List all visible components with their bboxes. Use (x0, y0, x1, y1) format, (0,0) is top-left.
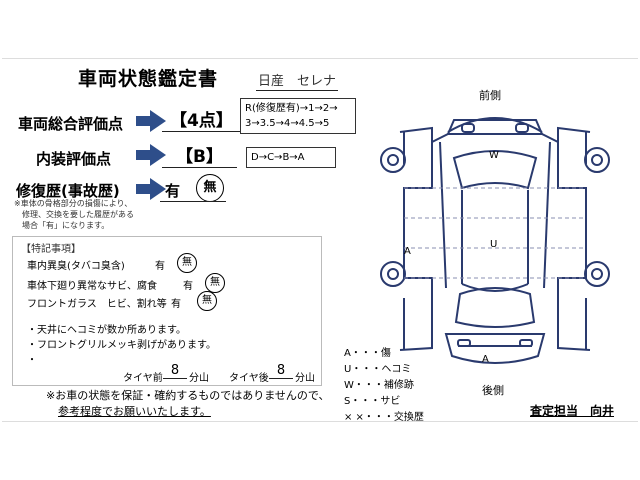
front-side-label: 前側 (479, 89, 501, 102)
damage-mark-w: W (489, 150, 499, 161)
special-remark-2: ・フロントグリルメッキ剥げがあります。 (27, 340, 216, 351)
repair-arrow-icon (136, 178, 166, 200)
repair-note-line-3: 場合「有」になります。 (22, 221, 110, 230)
special-item-2-yes: 有 (183, 281, 193, 292)
special-notes-box: 【特記事項】 車内異臭(タバコ臭含) 有 無 車体下廻り異常なサビ、腐食 有 無… (12, 236, 322, 386)
special-notes-heading: 【特記事項】 (21, 244, 81, 255)
disclaimer-line-1: ※お車の状態を保証・確約するものではありませんので、 (46, 389, 330, 402)
repair-yes: 有 (165, 182, 181, 200)
special-item-3-yes: 有 (171, 299, 181, 310)
repair-note-line-2: 修理、交換を要した履歴がある (22, 210, 134, 219)
tire-front-label: タイヤ前 (123, 373, 163, 384)
scale-line-2: 3→3.5→4→4.5→5 (245, 118, 330, 129)
legend-u: U・・・ヘコミ (344, 364, 412, 375)
tire-front-value: 8 (163, 363, 187, 379)
damage-legend: A・・・傷 U・・・ヘコミ W・・・補修跡 S・・・サビ × ×・・・交換歴 (344, 346, 424, 426)
document-frame (2, 58, 638, 422)
rear-side-label: 後側 (482, 384, 504, 397)
interior-score-scale: D→C→B→A (246, 147, 336, 168)
repair-history-label: 修復歴(事故歴) (16, 182, 120, 200)
legend-s: S・・・サビ (344, 396, 401, 407)
interior-arrow-icon (136, 144, 166, 166)
damage-mark-a-bottom: A (482, 354, 489, 365)
scale-line-1: R(修復歴有)→1→2→ (245, 103, 338, 114)
special-remark-3: ・ (27, 355, 37, 366)
tire-rear-value: 8 (269, 363, 293, 379)
car-body-diagram (380, 117, 610, 364)
special-item-1-no: 無 (177, 253, 197, 273)
legend-a: A・・・傷 (344, 348, 391, 359)
tire-rear-label: タイヤ後 (229, 373, 269, 384)
tire-rear-unit: 分山 (295, 373, 315, 384)
disclaimer-line-2: 参考程度でお願いいたします。 (58, 405, 211, 418)
special-item-1-yes: 有 (155, 261, 165, 272)
repair-underline (160, 201, 226, 202)
special-item-2-no: 無 (205, 273, 225, 293)
special-item-2: 車体下廻り異常なサビ、腐食 (27, 281, 157, 292)
repair-note: ※車体の骨格部分の損傷により、 修理、交換を要した履歴がある 場合「有」になりま… (14, 198, 134, 231)
page-title: 車両状態鑑定書 (78, 68, 219, 90)
special-item-3: フロントガラス ヒビ、割れ等 (27, 299, 167, 310)
special-item-1: 車内異臭(タバコ臭含) (27, 261, 125, 272)
special-item-3-no: 無 (197, 291, 217, 311)
repair-no: 無 (196, 174, 224, 202)
tire-front-unit: 分山 (189, 373, 209, 384)
repair-note-line-1: ※車体の骨格部分の損傷により、 (14, 199, 133, 208)
car-model-name: 日産 セレナ (256, 70, 339, 91)
damage-mark-u: U (490, 239, 498, 250)
damage-mark-a-left: A (404, 246, 411, 257)
total-score-scale: R(修復歴有)→1→2→ 3→3.5→4→4.5→5 (240, 98, 356, 134)
special-remark-1: ・天井にヘコミが数か所あります。 (27, 325, 186, 336)
inspector-name: 査定担当 向井 (530, 404, 615, 418)
total-score-label: 車両総合評価点 (18, 115, 124, 133)
legend-x: × ×・・・交換歴 (344, 412, 424, 423)
interior-score-value: 【B】 (162, 142, 237, 168)
interior-score-label: 内装評価点 (36, 150, 112, 168)
legend-w: W・・・補修跡 (344, 380, 414, 391)
total-score-value: 【4点】 (162, 106, 241, 132)
repair-no-circle: 無 (196, 174, 224, 202)
total-arrow-icon (136, 110, 166, 132)
